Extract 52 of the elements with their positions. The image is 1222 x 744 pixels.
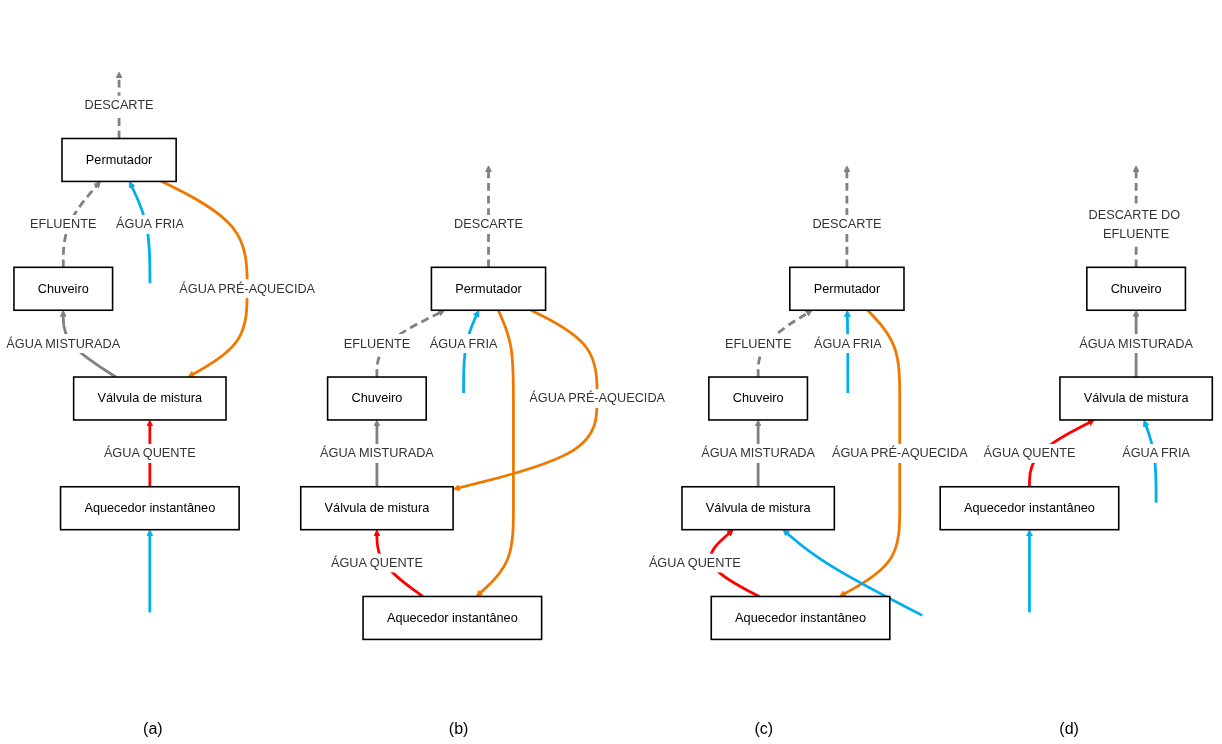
- panel-label: (b): [448, 720, 469, 738]
- edge-label: ÁGUA QUENTE: [330, 555, 423, 570]
- edge-label: ÁGUA MISTURADA: [701, 446, 816, 460]
- node-box: Aquecedor instantâneo: [59, 485, 240, 531]
- edge-label: ÁGUA QUENTE: [983, 446, 1076, 460]
- edge-label: ÁGUA MISTURADA: [320, 446, 434, 460]
- node-box: Aquecedor instantâneo: [939, 485, 1120, 531]
- edge-label: ÁGUA FRIA: [813, 336, 882, 350]
- arrow: [61, 181, 101, 268]
- arrow: [146, 529, 154, 613]
- node-box: Válvula de mistura: [681, 485, 836, 531]
- node-box: Permutador: [430, 266, 547, 312]
- node-box: Válvula de mistura: [72, 376, 227, 421]
- arrow: [1025, 529, 1033, 613]
- edge-label: ÁGUA FRIA: [116, 217, 184, 231]
- node-box: Válvula de mistura: [299, 485, 454, 531]
- edge-label: ÁGUA MISTURADA: [6, 336, 121, 350]
- arrow: [843, 165, 851, 268]
- panel-label: (a): [143, 720, 163, 738]
- panel-label: (c): [754, 720, 774, 738]
- edge-label: ÁGUA MISTURADA: [1079, 336, 1194, 350]
- arrow: [485, 165, 492, 268]
- edge-label: DESCARTE: [84, 97, 154, 112]
- edge-label: DESCARTE: [812, 217, 882, 231]
- edge-label: DESCARTE: [453, 217, 524, 231]
- edge-label: ÁGUA PRÉ-AQUECIDA: [831, 446, 968, 460]
- edge-label: ÁGUA PRÉ-AQUECIDA: [179, 281, 316, 296]
- edge-label: EFLUENTE: [724, 336, 792, 350]
- edge-label: ÁGUA FRIA: [429, 336, 498, 350]
- node-box: Chuveiro: [708, 376, 809, 421]
- node-box: Aquecedor instantâneo: [362, 595, 543, 641]
- arrow: [475, 309, 515, 597]
- edge-label: DESCARTE DO EFLUENTE: [1088, 207, 1181, 241]
- node-box: Permutador: [61, 137, 177, 183]
- panel-label: (d): [1059, 720, 1079, 738]
- arrow: [756, 309, 813, 378]
- node-box: Chuveiro: [1086, 266, 1187, 312]
- edge-label: ÁGUA PRÉ-AQUECIDA: [529, 391, 666, 405]
- edge-label: EFLUENTE: [30, 217, 97, 231]
- arrow: [782, 529, 923, 617]
- node-box: Válvula de mistura: [1059, 376, 1214, 421]
- arrow: [375, 309, 446, 378]
- edge-label: ÁGUA QUENTE: [103, 446, 196, 460]
- node-box: Aquecedor instantâneo: [710, 595, 891, 641]
- arrow: [115, 71, 123, 139]
- arrow: [161, 180, 249, 378]
- node-box: Permutador: [789, 266, 905, 312]
- edge-label: ÁGUA QUENTE: [648, 555, 741, 570]
- edge-label: EFLUENTE: [343, 336, 411, 350]
- edge-label: ÁGUA FRIA: [1122, 446, 1191, 460]
- node-box: Chuveiro: [13, 266, 114, 312]
- node-box: Chuveiro: [326, 376, 427, 421]
